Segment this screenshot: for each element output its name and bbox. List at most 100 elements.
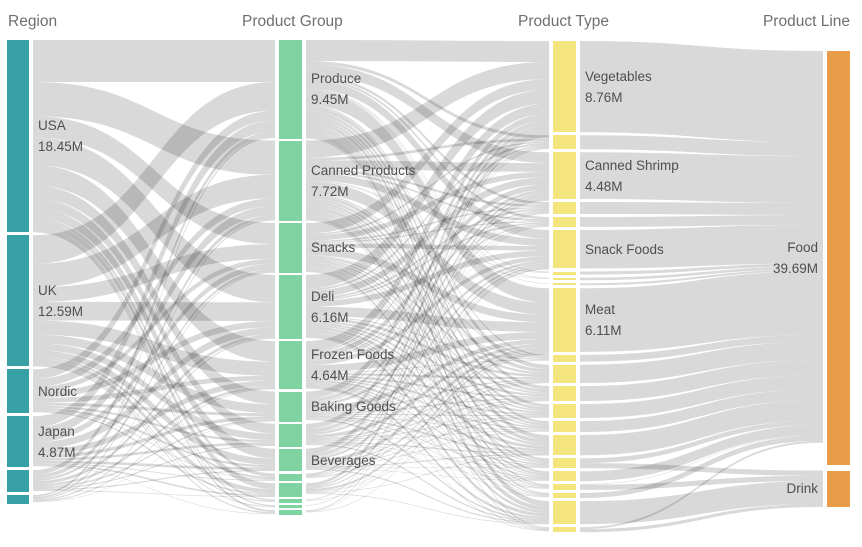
sankey-link[interactable]	[306, 413, 549, 417]
sankey-link[interactable]	[580, 135, 823, 157]
sankey-link[interactable]	[306, 203, 549, 426]
sankey-link[interactable]	[33, 359, 275, 494]
sankey-node[interactable]	[553, 386, 576, 402]
sankey-link[interactable]	[33, 82, 275, 264]
sankey-link[interactable]	[306, 258, 549, 394]
sankey-link[interactable]	[306, 256, 549, 375]
sankey-link[interactable]	[33, 444, 275, 490]
sankey-link[interactable]	[306, 326, 549, 449]
sankey-link[interactable]	[306, 222, 549, 301]
sankey-link[interactable]	[306, 160, 549, 172]
sankey-link[interactable]	[33, 82, 275, 175]
sankey-link[interactable]	[580, 224, 823, 269]
sankey-node[interactable]	[553, 283, 576, 286]
sankey-link[interactable]	[306, 330, 549, 479]
sankey-link[interactable]	[306, 322, 549, 414]
sankey-link[interactable]	[33, 244, 275, 302]
sankey-link[interactable]	[306, 200, 549, 512]
sankey-link[interactable]	[33, 131, 275, 475]
sankey-node[interactable]	[553, 217, 576, 227]
sankey-link[interactable]	[306, 134, 549, 501]
sankey-link[interactable]	[306, 398, 549, 414]
sankey-link[interactable]	[306, 198, 549, 393]
sankey-link[interactable]	[306, 261, 549, 428]
sankey-link[interactable]	[306, 379, 549, 413]
sankey-link[interactable]	[33, 185, 275, 405]
sankey-link[interactable]	[306, 181, 549, 315]
sankey-link[interactable]	[33, 228, 275, 507]
sankey-node-snacks[interactable]	[279, 222, 302, 273]
sankey-link[interactable]	[306, 493, 549, 525]
sankey-link[interactable]	[33, 219, 275, 499]
sankey-link[interactable]	[306, 417, 549, 480]
sankey-link[interactable]	[306, 40, 549, 62]
sankey-link[interactable]	[33, 419, 275, 489]
sankey-node[interactable]	[553, 404, 576, 419]
sankey-link[interactable]	[33, 40, 275, 82]
sankey-link[interactable]	[306, 375, 549, 398]
sankey-node-beverages[interactable]	[279, 448, 302, 472]
sankey-link[interactable]	[580, 475, 823, 490]
sankey-link[interactable]	[306, 181, 549, 279]
sankey-link[interactable]	[306, 383, 549, 480]
sankey-link[interactable]	[306, 194, 549, 373]
sankey-link[interactable]	[306, 260, 549, 407]
sankey-link[interactable]	[306, 379, 549, 452]
sankey-link[interactable]	[306, 329, 549, 466]
sankey-link[interactable]	[306, 337, 549, 531]
sankey-link[interactable]	[306, 193, 549, 358]
sankey-node-canned-shrimp[interactable]	[553, 152, 576, 199]
sankey-link[interactable]	[33, 402, 275, 417]
sankey-link[interactable]	[306, 380, 549, 440]
sankey-link[interactable]	[306, 247, 549, 323]
sankey-link[interactable]	[306, 129, 549, 486]
sankey-link[interactable]	[306, 113, 549, 398]
sankey-link[interactable]	[306, 268, 549, 514]
sankey-link[interactable]	[306, 171, 549, 222]
sankey-link[interactable]	[306, 400, 549, 493]
sankey-link[interactable]	[306, 197, 549, 476]
sankey-link[interactable]	[580, 481, 823, 525]
sankey-link[interactable]	[580, 263, 823, 275]
sankey-link[interactable]	[306, 77, 549, 220]
sankey-link[interactable]	[33, 198, 275, 387]
sankey-link[interactable]	[306, 120, 549, 440]
sankey-link[interactable]	[306, 106, 549, 369]
sankey-link[interactable]	[33, 416, 275, 459]
sankey-link[interactable]	[33, 388, 275, 502]
sankey-link[interactable]	[306, 441, 549, 454]
sankey-link[interactable]	[306, 114, 549, 408]
sankey-node[interactable]	[7, 470, 29, 492]
sankey-link[interactable]	[306, 250, 549, 307]
sankey-link[interactable]	[306, 267, 549, 477]
sankey-link[interactable]	[33, 136, 275, 497]
sankey-link[interactable]	[306, 431, 549, 467]
sankey-link[interactable]	[306, 177, 549, 298]
sankey-link[interactable]	[306, 219, 549, 530]
sankey-link[interactable]	[306, 200, 549, 410]
sankey-link[interactable]	[33, 263, 275, 443]
sankey-link[interactable]	[306, 137, 549, 529]
sankey-link[interactable]	[33, 301, 275, 321]
sankey-link[interactable]	[306, 148, 549, 455]
sankey-link[interactable]	[33, 363, 275, 502]
sankey-link[interactable]	[306, 324, 549, 429]
sankey-link[interactable]	[306, 61, 549, 139]
sankey-link[interactable]	[306, 184, 549, 359]
sankey-link[interactable]	[306, 208, 549, 300]
sankey-link[interactable]	[33, 116, 275, 245]
sankey-link[interactable]	[306, 64, 549, 164]
sankey-link[interactable]	[33, 364, 275, 508]
sankey-link[interactable]	[306, 331, 549, 373]
sankey-link[interactable]	[306, 317, 549, 378]
sankey-link[interactable]	[33, 165, 275, 362]
sankey-link[interactable]	[306, 346, 549, 464]
sankey-link[interactable]	[306, 265, 549, 464]
sankey-link[interactable]	[580, 400, 823, 456]
sankey-link[interactable]	[306, 243, 549, 251]
sankey-node[interactable]	[279, 510, 302, 515]
sankey-link[interactable]	[306, 209, 549, 463]
sankey-link[interactable]	[580, 463, 823, 476]
sankey-link[interactable]	[306, 130, 549, 476]
sankey-link[interactable]	[306, 343, 549, 439]
